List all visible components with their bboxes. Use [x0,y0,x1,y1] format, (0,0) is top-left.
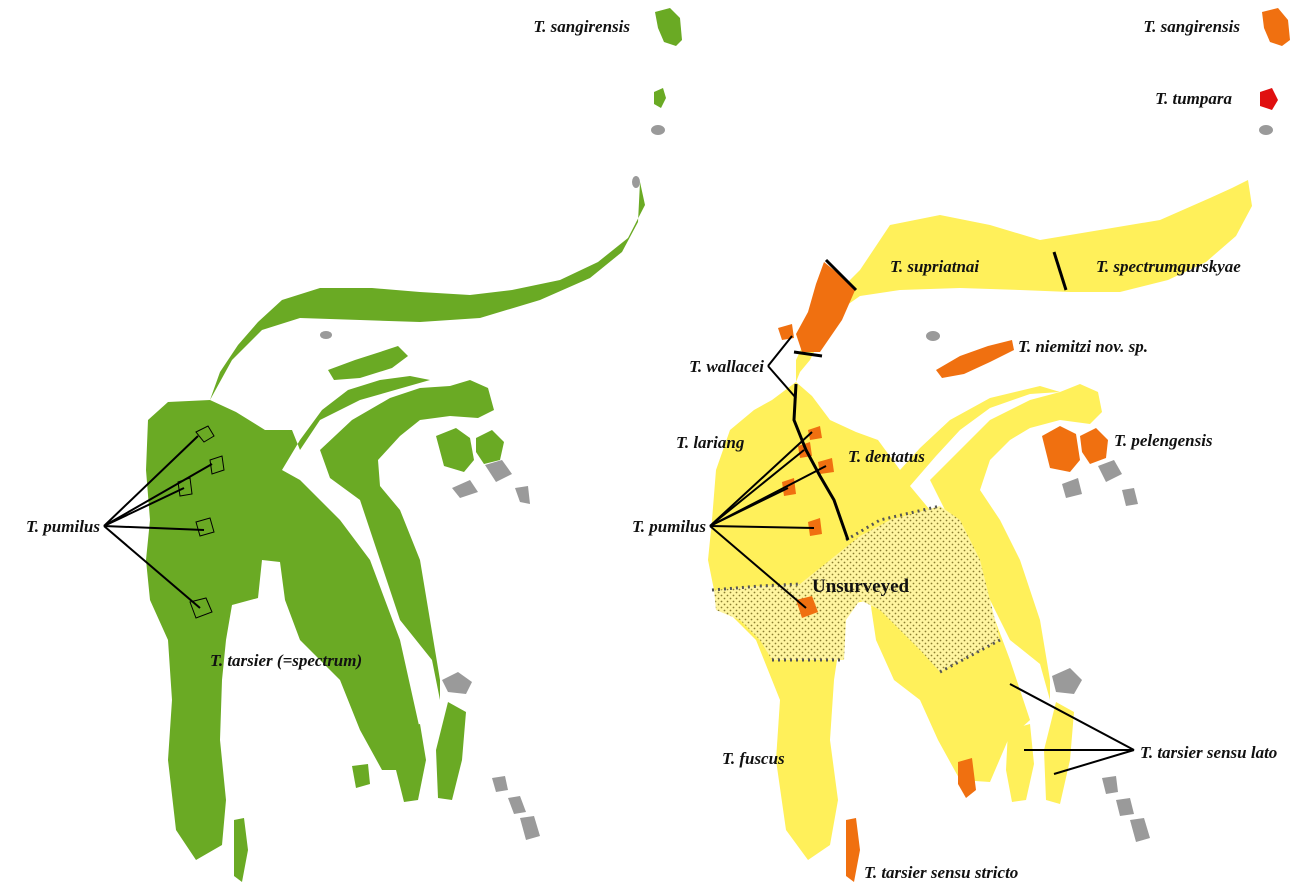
right-label-tarsier-lato: T. tarsier sensu lato [1140,743,1277,762]
right-boundaries [792,251,1068,541]
left-peleng-island [436,428,474,472]
right-label-tarsier-stricto: T. tarsier sensu stricto [864,863,1018,882]
right-label-fuscus: T. fuscus [722,749,785,768]
pumilus-range-1 [808,426,822,440]
left-pumilus-sites [177,425,225,619]
right-label-pelengensis: T. pelengensis [1114,431,1213,450]
right-label-unsurveyed: Unsurveyed [812,576,910,597]
sangirensis-range [1262,8,1290,46]
right-label-sangirensis: T. sangirensis [1143,17,1240,36]
left-map: T. sangirensis T. pumilus T. tarsier (=s… [26,8,682,882]
left-selayar-island [234,818,248,882]
right-northern-arm [796,180,1252,382]
wallacei-range [796,262,856,352]
left-kabaena-island [352,764,370,788]
right-label-dentatus: T. dentatus [848,447,925,466]
right-label-supriatnai: T. supriatnai [890,257,979,276]
left-sangihe-island [655,8,682,46]
tarsier-stricto-range [846,818,860,882]
right-map: T. sangirensis T. tumpara T. supriatnai … [632,8,1290,882]
left-togian-island [328,346,408,380]
right-label-niemitzi: T. niemitzi nov. sp. [1018,337,1148,356]
right-label-tumpara: T. tumpara [1155,89,1232,108]
right-label-spectrumgurskyae: T. spectrumgurskyae [1096,257,1241,276]
unsurveyed-area [714,506,1000,672]
left-peleng-island-2 [476,430,504,464]
pelengensis-range [1042,426,1080,472]
left-muna-island [396,724,426,802]
tumpara-range [1260,88,1278,110]
right-gray-islands [926,125,1273,842]
left-pumilus-leaders [103,435,213,609]
right-label-pumilus: T. pumilus [632,517,706,536]
pumilus-range-5 [808,518,822,536]
pelengensis-range-2 [1080,428,1108,464]
left-buton-island [436,702,466,800]
right-se-island-2 [1044,702,1074,804]
left-label-tarsier: T. tarsier (=spectrum) [210,651,362,670]
left-gray-islands [320,125,665,840]
right-leaders [709,335,1135,775]
left-mainland [146,8,682,882]
se-orange-island [958,758,976,798]
right-se-island-1 [1006,724,1034,802]
wallacei-range-islet [778,324,794,340]
left-label-pumilus: T. pumilus [26,517,100,536]
right-label-lariang: T. lariang [676,433,745,452]
left-label-sangirensis: T. sangirensis [533,17,630,36]
left-small-island [654,88,666,108]
unsurveyed-region [711,504,1001,674]
right-label-wallacei: T. wallacei [689,357,764,376]
unsurveyed-boundary [711,504,1001,674]
left-sulawesi-main [146,182,645,860]
niemitzi-range [936,340,1014,378]
pumilus-range-6 [796,596,818,618]
